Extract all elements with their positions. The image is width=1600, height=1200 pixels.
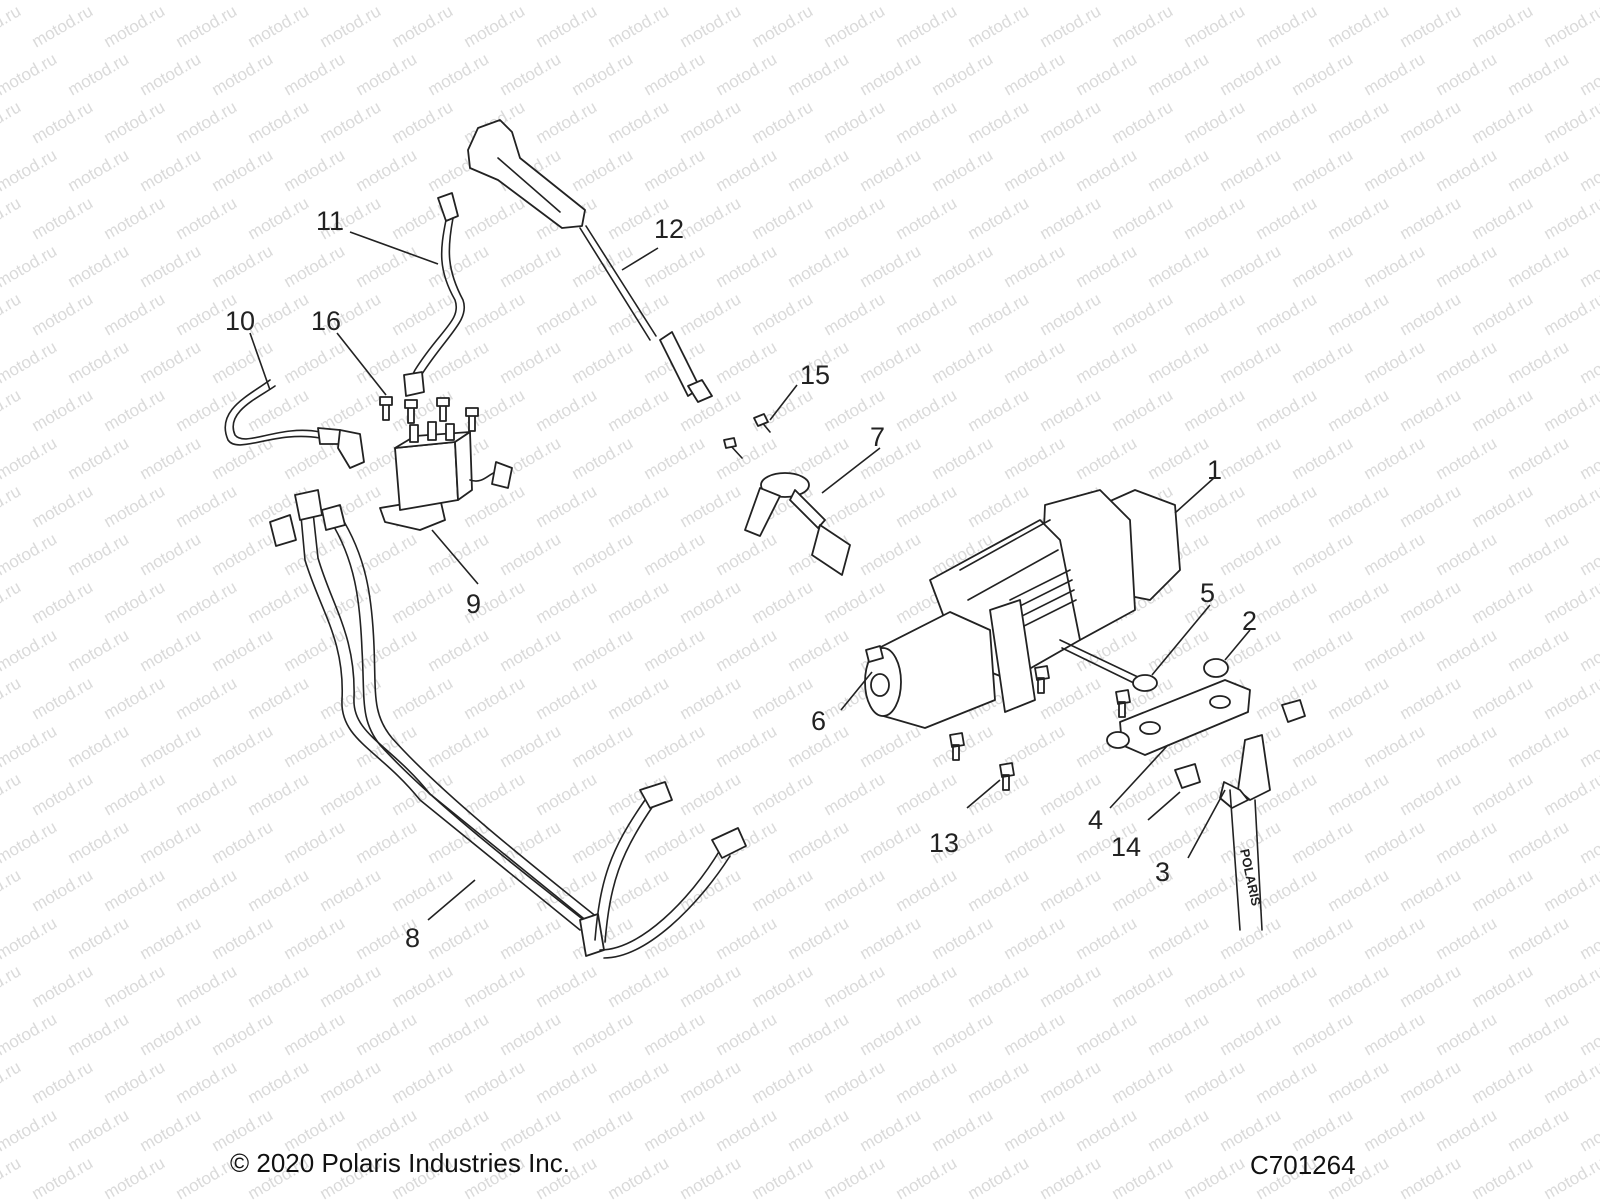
- part-14-bolts: [1174, 699, 1306, 789]
- part-12-winch-switch: [467, 119, 713, 403]
- callout-1: 1: [1207, 455, 1222, 485]
- callout-11: 11: [316, 206, 344, 236]
- callout-5: 5: [1200, 578, 1215, 608]
- part-7-switch: [744, 472, 851, 576]
- callout-4: 4: [1088, 805, 1103, 835]
- diagram-id: C701264: [1250, 1150, 1356, 1180]
- callout-13: 13: [929, 828, 959, 858]
- callout-9: 9: [466, 589, 481, 619]
- part-8-cable-harness: [269, 489, 747, 959]
- part-5-cable: [1059, 639, 1158, 692]
- callout-15: 15: [800, 360, 830, 390]
- callout-14: 14: [1111, 832, 1141, 862]
- callout-labels: 1 2 3 4 5 6 7 8 9 10 11 12 13 14 15 16: [225, 206, 1257, 953]
- part-13-bolts: [949, 665, 1131, 791]
- part-9-contactor: [379, 421, 513, 531]
- part-10-cable: [224, 379, 365, 469]
- callout-7: 7: [870, 422, 885, 452]
- callout-16: 16: [311, 306, 341, 336]
- callout-6: 6: [811, 706, 826, 736]
- part-6-bolt: [865, 645, 884, 663]
- part-4-fairlead: [1106, 679, 1251, 756]
- part-11-cable: [403, 192, 466, 397]
- part-1-winch: [864, 489, 1181, 729]
- callout-2: 2: [1242, 606, 1257, 636]
- callout-3: 3: [1155, 857, 1170, 887]
- callout-8: 8: [405, 923, 420, 953]
- part-15-screws: [723, 413, 771, 459]
- part-2-bushing: [1203, 658, 1229, 678]
- callout-10: 10: [225, 306, 255, 336]
- copyright-text: © 2020 Polaris Industries Inc.: [230, 1148, 570, 1178]
- callout-12: 12: [654, 214, 684, 244]
- leader-lines: [249, 231, 1251, 921]
- part-3-hook-strap: POLARIS: [1219, 734, 1271, 931]
- part-16-bolts: [379, 396, 479, 432]
